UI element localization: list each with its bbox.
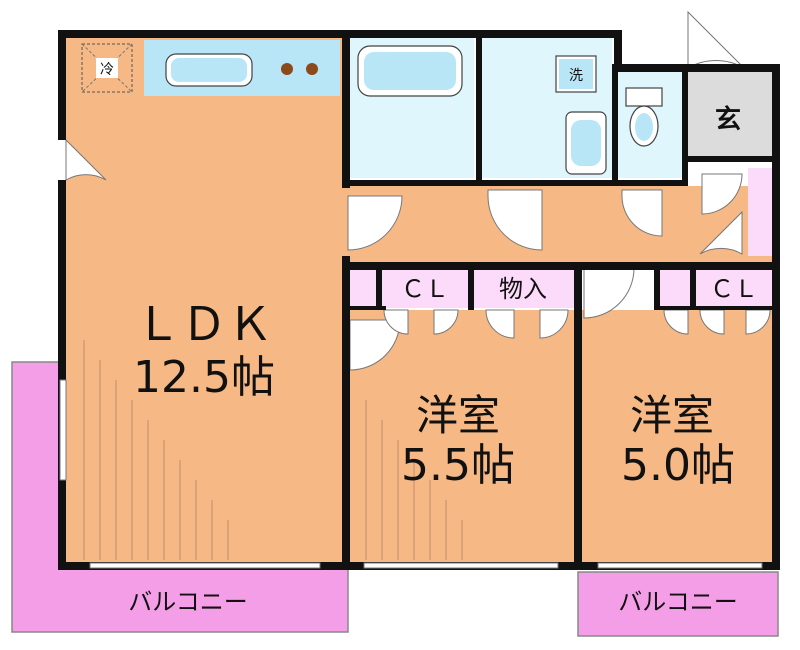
- sink-basin: [171, 58, 247, 82]
- entrance-floor: [686, 72, 772, 162]
- stove-icon: [281, 63, 293, 75]
- fridge-icon: [81, 43, 133, 93]
- door-room2: [583, 267, 635, 319]
- door-shoe: [699, 210, 743, 255]
- fridge-label: 冷: [100, 62, 114, 78]
- balcony-right-label: バルコニー: [618, 588, 738, 616]
- closet-2: [694, 268, 774, 308]
- door-washroom: [621, 189, 663, 237]
- ldk-size: 12.5帖: [133, 352, 275, 403]
- bathtub-inner: [364, 52, 456, 90]
- ldk-floor: [66, 38, 346, 568]
- storage-label: 物入: [499, 275, 547, 303]
- ldk-name: ＬＤＫ: [135, 297, 273, 351]
- western-room-1-size: 5.5帖: [401, 440, 515, 491]
- closet-1-small: [350, 268, 376, 308]
- toilet-icon: [625, 87, 663, 147]
- closet-2-small: [660, 268, 690, 308]
- storage: [472, 268, 574, 308]
- door-hall: [347, 195, 403, 251]
- door-ldk: [65, 138, 107, 181]
- entrance-label: 玄: [715, 104, 741, 135]
- closet-2-label: ＣＬ: [710, 275, 758, 303]
- western-room-2-size: 5.0帖: [621, 440, 735, 491]
- balcony-left-label: バルコニー: [128, 588, 248, 616]
- closet-1: [382, 268, 468, 308]
- closet-1-label: ＣＬ: [401, 275, 449, 303]
- western-room-1-name: 洋室: [416, 391, 500, 440]
- door-bath: [487, 189, 543, 251]
- western-room-2-floor: [580, 310, 772, 568]
- balcony-right: [578, 572, 778, 636]
- door-entrance: [687, 10, 745, 69]
- washer-label: 洗: [569, 68, 583, 84]
- western-room-2-name: 洋室: [630, 391, 714, 440]
- shoe-cabinet: [748, 168, 772, 256]
- stove-burner-2: [306, 63, 318, 75]
- door-toilet: [701, 173, 743, 215]
